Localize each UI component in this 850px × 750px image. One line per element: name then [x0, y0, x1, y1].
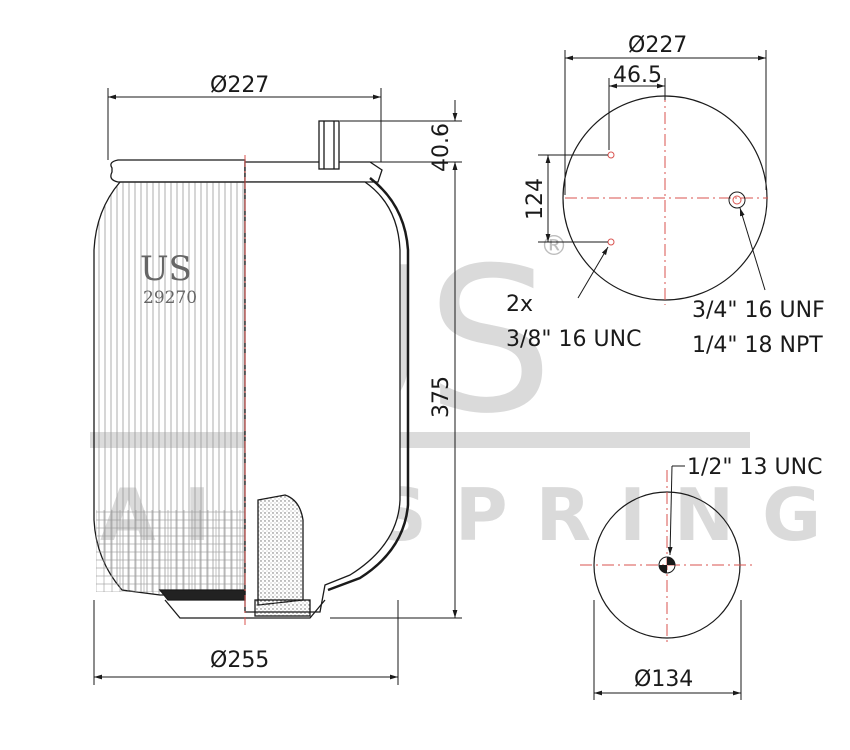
top-view-diameter-label: Ø227	[628, 33, 687, 58]
bottom-thread-label: 1/2" 13 UNC	[687, 455, 822, 480]
height-label: 375	[429, 376, 454, 418]
piston-base-band	[158, 589, 246, 601]
stud-hole-2	[607, 238, 615, 246]
bottom-diameter-label-2: Ø134	[634, 667, 693, 692]
air-port-inner	[732, 195, 742, 205]
side-dimensions	[93, 88, 462, 685]
bellow-grid-section	[96, 510, 245, 592]
brand-label: US	[140, 249, 192, 289]
bottom-view	[580, 465, 755, 700]
air-port-outer	[728, 191, 746, 209]
port-thread-1-label: 3/4" 16 UNF	[692, 298, 825, 323]
watermark-registered-mark: ®	[540, 229, 568, 262]
port-thread-2-label: 1/4" 18 NPT	[692, 333, 823, 358]
stud-thread-label: 3/8" 16 UNC	[506, 327, 641, 352]
top-plate-right	[244, 161, 383, 183]
top-stud	[318, 120, 340, 170]
stud-qty-label: 2x	[506, 292, 533, 317]
stud-hole-1	[607, 151, 615, 159]
bellow-wall	[327, 177, 410, 592]
top-plate-left	[110, 159, 246, 183]
top-diameter-label: Ø227	[210, 73, 269, 98]
stud-height-label: 40.6	[429, 123, 454, 172]
piston-section	[257, 494, 304, 606]
bottom-diameter-label: Ø255	[210, 648, 269, 673]
top-view	[538, 50, 768, 305]
part-number: 29270	[143, 288, 197, 308]
top-view-spacing-label: 124	[523, 178, 548, 220]
piston-base-section	[254, 599, 311, 617]
top-view-offset-label: 46.5	[613, 63, 662, 88]
side-view	[93, 120, 410, 625]
